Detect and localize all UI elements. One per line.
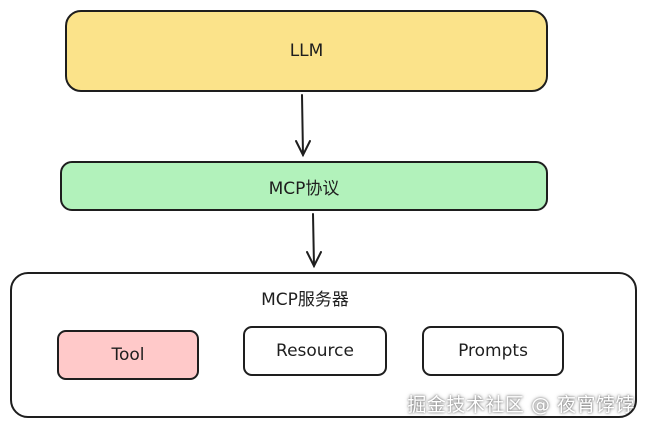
tool-label: Tool xyxy=(111,345,145,365)
tool-node: Tool xyxy=(57,330,199,380)
resource-node: Resource xyxy=(243,326,387,376)
mcp-server-label: MCP服务器 xyxy=(261,290,349,310)
llm-node: LLM xyxy=(65,10,548,92)
llm-label: LLM xyxy=(289,41,324,61)
mcp-protocol-node: MCP协议 xyxy=(60,161,548,211)
arrow-llm-to-mcp xyxy=(295,94,311,158)
prompts-label: Prompts xyxy=(458,341,528,361)
watermark: 掘金技术社区 @ 夜宵饽饽 xyxy=(407,394,635,416)
arrow-mcp-to-server xyxy=(306,213,322,269)
resource-label: Resource xyxy=(276,341,354,361)
mcp-protocol-label: MCP协议 xyxy=(268,178,340,199)
prompts-node: Prompts xyxy=(422,326,564,376)
